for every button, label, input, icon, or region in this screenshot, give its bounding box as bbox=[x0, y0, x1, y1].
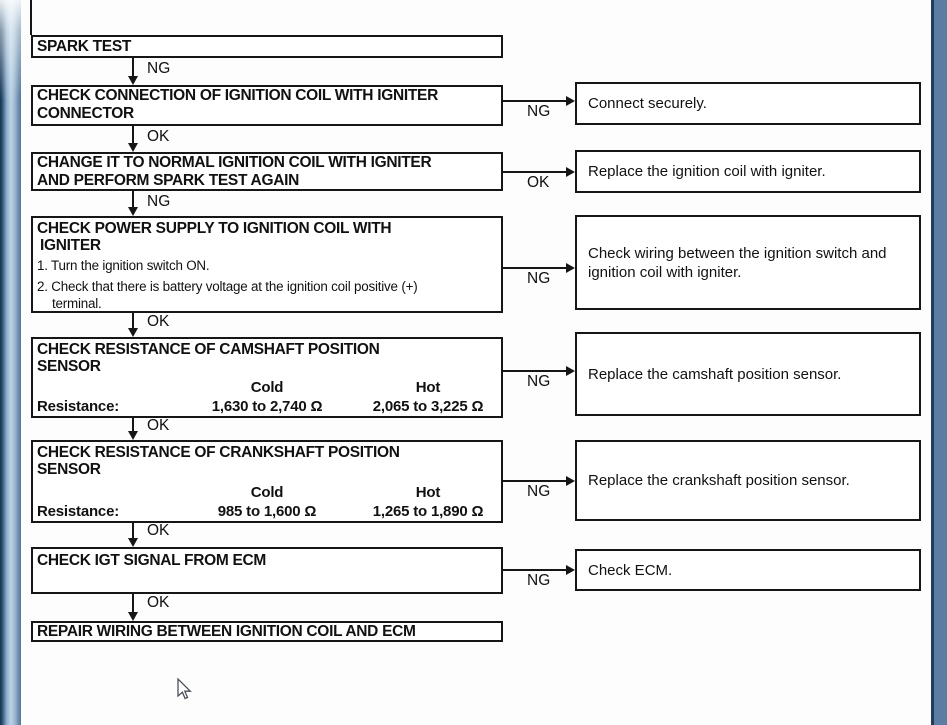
flow-box-title: SPARK TEST bbox=[37, 38, 132, 55]
flow-box-title: CHECK POWER SUPPLY TO IGNITION COIL WITH bbox=[37, 220, 392, 237]
branch-arrow bbox=[503, 480, 566, 482]
flow-box-title-line2: SENSOR bbox=[37, 461, 101, 478]
flow-box-substeps: 1. Turn the ignition switch ON. 2. Check… bbox=[37, 257, 501, 313]
branch-arrow bbox=[503, 100, 566, 102]
down-arrow-label: OK bbox=[147, 522, 170, 539]
flow-box-title-line2: AND PERFORM SPARK TEST AGAIN bbox=[37, 172, 299, 189]
flow-entry-line bbox=[30, 0, 32, 35]
flow-box-check-power-supply: CHECK POWER SUPPLY TO IGNITION COIL WITH… bbox=[31, 216, 503, 313]
flow-box-change-coil: CHANGE IT TO NORMAL IGNITION COIL WITH I… bbox=[31, 152, 503, 191]
action-text: Replace the crankshaft position sensor. bbox=[588, 472, 850, 489]
down-arrowhead-icon bbox=[128, 207, 138, 216]
action-text: Replace the camshaft position sensor. bbox=[588, 365, 842, 383]
flow-box-title: CHECK RESISTANCE OF CAMSHAFT POSITION bbox=[37, 341, 380, 358]
branch-arrowhead-icon bbox=[566, 96, 575, 106]
branch-arrow bbox=[503, 267, 566, 269]
branch-arrow-label: NG bbox=[527, 572, 551, 589]
branch-arrow-label: NG bbox=[527, 483, 551, 500]
flow-box-check-igt-signal: CHECK IGT SIGNAL FROM ECM bbox=[31, 547, 503, 594]
branch-arrowhead-icon bbox=[566, 476, 575, 486]
hot-value: 1,265 to 1,890 Ω bbox=[372, 503, 484, 520]
flow-box-title: CHECK IGT SIGNAL FROM ECM bbox=[37, 552, 267, 569]
flow-box-title: CHECK CONNECTION OF IGNITION COIL WITH I… bbox=[37, 87, 438, 104]
flow-box-title: CHANGE IT TO NORMAL IGNITION COIL WITH I… bbox=[37, 154, 432, 171]
cold-value: 985 to 1,600 Ω bbox=[217, 503, 317, 520]
table-spacer bbox=[37, 483, 182, 502]
action-box-replace-camshaft-sensor: Replace the camshaft position sensor. bbox=[575, 332, 921, 416]
action-box-connect-securely: Connect securely. bbox=[575, 82, 921, 125]
down-arrowhead-icon bbox=[128, 612, 138, 621]
branch-arrow bbox=[503, 171, 566, 173]
branch-arrowhead-icon bbox=[566, 366, 575, 376]
branch-arrowhead-icon bbox=[566, 263, 575, 273]
down-arrow bbox=[132, 58, 134, 76]
down-arrow-label: OK bbox=[147, 594, 170, 611]
flow-box-check-connection: CHECK CONNECTION OF IGNITION COIL WITH I… bbox=[31, 85, 503, 126]
cold-header: Cold bbox=[250, 484, 284, 501]
flow-box-title: REPAIR WIRING BETWEEN IGNITION COIL AND … bbox=[37, 623, 416, 640]
right-page-edge-scrollbar bbox=[931, 0, 947, 725]
down-arrow bbox=[132, 592, 134, 612]
flow-box-camshaft-resistance: CHECK RESISTANCE OF CAMSHAFT POSITION SE… bbox=[31, 337, 503, 418]
branch-arrow-label: OK bbox=[527, 174, 550, 191]
down-arrowhead-icon bbox=[128, 143, 138, 152]
branch-arrow bbox=[503, 569, 566, 571]
down-arrowhead-icon bbox=[128, 431, 138, 440]
action-box-replace-coil: Replace the ignition coil with igniter. bbox=[575, 150, 921, 193]
substep-2-continued: terminal. bbox=[52, 296, 102, 311]
action-box-check-ecm: Check ECM. bbox=[575, 549, 921, 591]
flow-box-title-line2: IGNITER bbox=[40, 237, 101, 254]
down-arrow-label: OK bbox=[147, 128, 170, 145]
resistance-label: Resistance: bbox=[37, 503, 120, 520]
action-text: Check ECM. bbox=[588, 561, 673, 579]
resistance-table: Cold Hot Resistance: 1,630 to 2,740 Ω 2,… bbox=[37, 378, 501, 416]
flow-box-title-line2: SENSOR bbox=[37, 358, 101, 375]
branch-arrow-label: NG bbox=[527, 270, 551, 287]
down-arrowhead-icon bbox=[128, 328, 138, 337]
down-arrow-label: OK bbox=[147, 313, 170, 330]
down-arrow-label: OK bbox=[147, 417, 170, 434]
down-arrowhead-icon bbox=[128, 76, 138, 85]
substep-2: 2. Check that there is battery voltage a… bbox=[37, 278, 418, 294]
down-arrow bbox=[132, 311, 134, 328]
action-text: Check wiring between the ignition switch… bbox=[588, 244, 887, 281]
branch-arrow-label: NG bbox=[527, 373, 551, 390]
action-box-replace-crankshaft-sensor: Replace the crankshaft position sensor. bbox=[575, 440, 921, 521]
down-arrowhead-icon bbox=[128, 538, 138, 547]
substep-1: 1. Turn the ignition switch ON. bbox=[37, 258, 210, 273]
flow-box-crankshaft-resistance: CHECK RESISTANCE OF CRANKSHAFT POSITION … bbox=[31, 440, 503, 523]
flow-box-repair-wiring: REPAIR WIRING BETWEEN IGNITION COIL AND … bbox=[31, 621, 503, 642]
action-text: Replace the ignition coil with igniter. bbox=[588, 163, 826, 180]
resistance-label: Resistance: bbox=[37, 398, 120, 415]
cold-value: 1,630 to 2,740 Ω bbox=[211, 398, 323, 415]
down-arrow-label: NG bbox=[147, 193, 171, 210]
resistance-table: Cold Hot Resistance: 985 to 1,600 Ω 1,26… bbox=[37, 483, 501, 521]
down-arrow bbox=[132, 416, 134, 431]
flow-box-title-line2: CONNECTOR bbox=[37, 105, 134, 122]
table-spacer bbox=[37, 378, 182, 397]
down-arrow bbox=[132, 126, 134, 143]
branch-arrow bbox=[503, 370, 566, 372]
hot-value: 2,065 to 3,225 Ω bbox=[372, 398, 484, 415]
down-arrow bbox=[132, 521, 134, 538]
branch-arrow-label: NG bbox=[527, 103, 551, 120]
hot-header: Hot bbox=[415, 484, 441, 501]
down-arrow-label: NG bbox=[147, 60, 171, 77]
action-text: Connect securely. bbox=[588, 95, 707, 112]
branch-arrowhead-icon bbox=[566, 565, 575, 575]
branch-arrowhead-icon bbox=[566, 167, 575, 177]
hot-header: Hot bbox=[415, 379, 441, 396]
flow-box-spark-test: SPARK TEST bbox=[31, 35, 503, 58]
cold-header: Cold bbox=[250, 379, 284, 396]
mouse-cursor-icon bbox=[177, 677, 192, 700]
flow-box-title: CHECK RESISTANCE OF CRANKSHAFT POSITION bbox=[37, 444, 400, 461]
action-box-check-wiring: Check wiring between the ignition switch… bbox=[575, 215, 921, 310]
left-page-edge bbox=[0, 0, 21, 725]
down-arrow bbox=[132, 191, 134, 207]
